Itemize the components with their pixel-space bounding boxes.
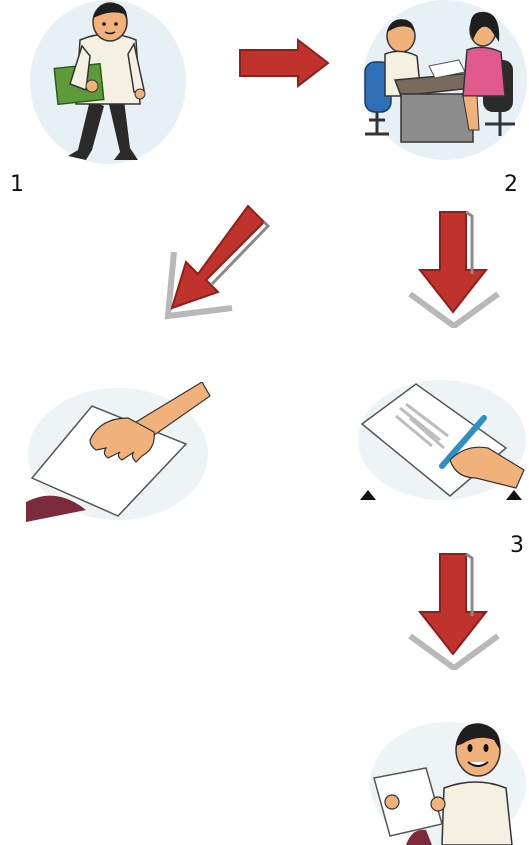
arrow-right-icon bbox=[238, 38, 330, 88]
step-3-scene bbox=[356, 378, 528, 504]
arrow-down-icon-2 bbox=[404, 548, 504, 670]
interview-desk-illustration bbox=[355, 0, 529, 170]
man-walking-illustration bbox=[28, 0, 188, 170]
arrow-down-left-icon bbox=[160, 200, 272, 322]
man-reading-scene bbox=[366, 718, 526, 845]
hand-on-paper-scene bbox=[26, 382, 212, 522]
arrow-down-icon bbox=[404, 206, 504, 328]
step-2-scene bbox=[355, 0, 529, 170]
hand-writing-illustration bbox=[356, 378, 528, 504]
man-reading-illustration bbox=[366, 718, 526, 845]
step-3-number: 3 bbox=[510, 533, 524, 558]
step-1-number: 1 bbox=[10, 172, 24, 197]
step-2-number: 2 bbox=[504, 172, 518, 197]
step-1-scene bbox=[28, 0, 188, 170]
hand-on-paper-illustration bbox=[26, 382, 212, 522]
